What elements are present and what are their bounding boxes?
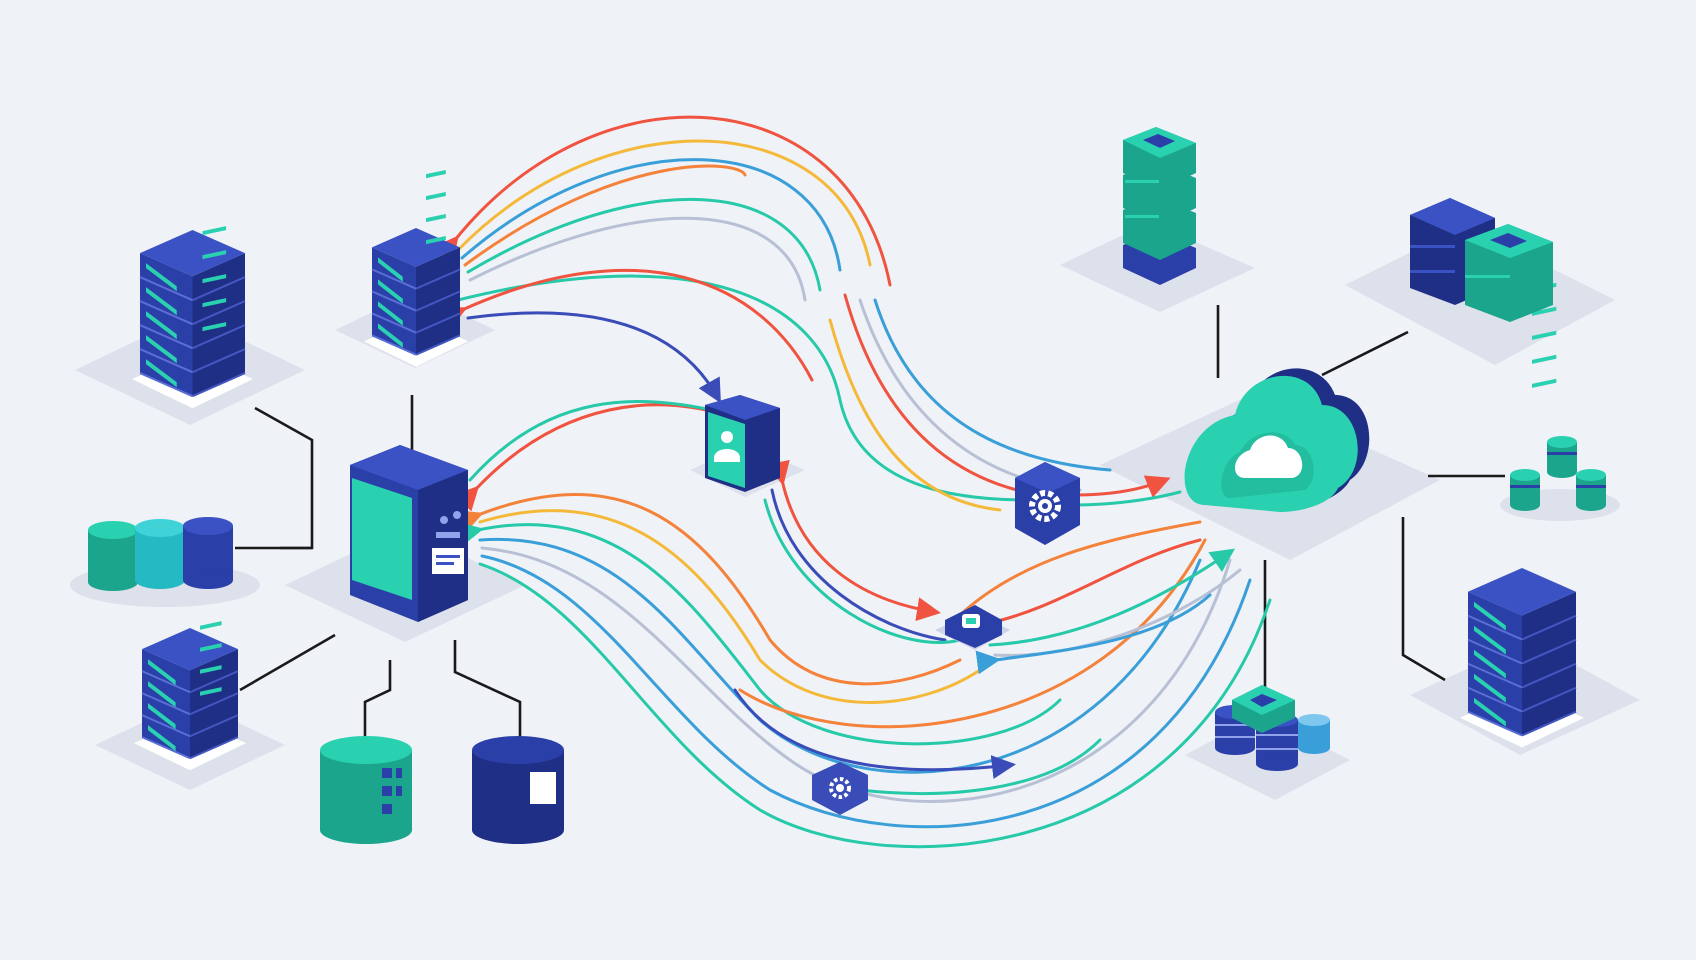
flow-line	[763, 498, 962, 644]
flow-line	[478, 562, 1272, 849]
server-rack-icon	[132, 226, 253, 409]
flow-line	[466, 198, 822, 292]
screen-panel	[432, 548, 464, 574]
flow-line	[456, 139, 872, 267]
storage-navy[interactable]	[472, 736, 564, 844]
cluster-bottom[interactable]	[1215, 685, 1330, 771]
connector-lines	[235, 305, 1505, 742]
database-icon	[1510, 469, 1540, 511]
database-icon	[1576, 469, 1606, 511]
storage-combo[interactable]	[1410, 198, 1553, 322]
storage-stack-icon	[1215, 685, 1330, 771]
flow-line	[766, 459, 941, 621]
database-icon	[530, 772, 556, 804]
server-center-top[interactable]	[364, 169, 468, 367]
flow-line	[975, 593, 1212, 675]
tower-teal[interactable]	[1123, 127, 1196, 285]
flow-line	[958, 520, 1202, 617]
flow-line	[873, 298, 1112, 472]
user-service[interactable]	[705, 395, 780, 492]
cloud-icon	[1184, 368, 1370, 512]
flow-line	[828, 318, 1002, 512]
flow-line	[738, 538, 1207, 729]
server-rack-icon	[134, 621, 246, 771]
flow-line	[858, 738, 1102, 795]
server-racks	[132, 169, 1584, 771]
gear-icon	[829, 777, 851, 799]
platforms	[70, 222, 1640, 800]
server-rack-icon	[1460, 282, 1584, 748]
user-icon	[714, 431, 740, 462]
flow-line	[453, 403, 742, 512]
server-rack-icon	[364, 169, 468, 367]
flow-line	[1073, 475, 1171, 498]
flow-line	[468, 400, 714, 482]
database-icon	[1547, 436, 1577, 478]
flow-line	[733, 688, 1016, 779]
flow-line	[993, 568, 1242, 657]
mini-db-cluster[interactable]	[1510, 436, 1606, 511]
storage-stack-icon	[1410, 198, 1553, 322]
database-icon	[382, 768, 402, 814]
flow-line	[468, 216, 807, 302]
flow-line	[978, 538, 1202, 627]
gear-node-bottom[interactable]	[812, 762, 868, 815]
flow-line	[480, 546, 1232, 803]
main-hub[interactable]	[350, 445, 468, 622]
flow-line	[478, 509, 982, 704]
flow-line	[434, 115, 892, 287]
database-icon	[135, 519, 185, 589]
gear-node-right[interactable]	[1015, 462, 1080, 545]
flow-line	[770, 488, 947, 642]
flow-line	[480, 554, 1252, 829]
flow-line	[457, 521, 1062, 746]
cloud[interactable]	[1184, 368, 1370, 512]
flow-line	[1073, 490, 1182, 507]
router-icon	[962, 614, 980, 628]
flow-line	[460, 158, 842, 272]
flow-lines	[434, 115, 1272, 849]
server-left-bottom[interactable]	[134, 621, 246, 771]
gear-icon	[1029, 490, 1061, 522]
flow-line	[463, 164, 747, 267]
storage-stack-icon	[1123, 127, 1196, 285]
server-left-top[interactable]	[132, 226, 253, 409]
flow-line	[440, 268, 814, 382]
relay-node[interactable]	[935, 605, 1010, 650]
database-trio[interactable]	[88, 517, 233, 591]
flow-line	[988, 548, 1235, 647]
flow-line	[843, 293, 1042, 497]
flow-line	[456, 492, 962, 686]
server-right-bottom[interactable]	[1460, 282, 1584, 748]
storage-teal[interactable]	[320, 736, 412, 844]
flow-line	[456, 274, 1032, 502]
database-icon	[88, 521, 138, 591]
flow-line	[466, 311, 721, 404]
database-icon	[183, 517, 233, 589]
